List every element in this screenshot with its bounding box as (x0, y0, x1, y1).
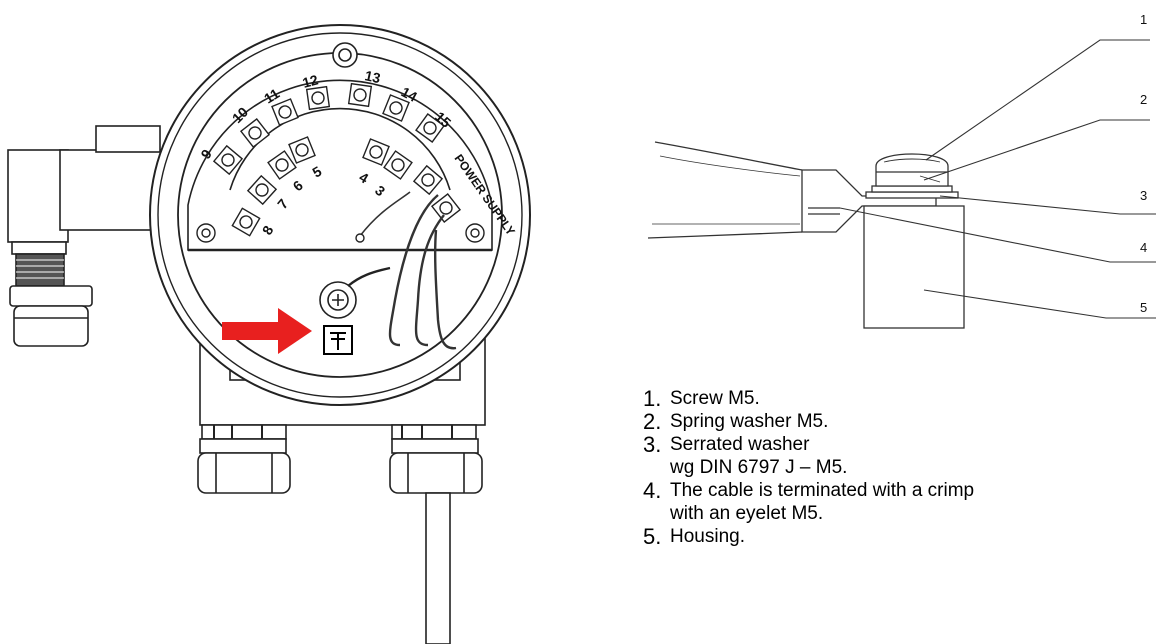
callout-1: 1 (1140, 12, 1147, 27)
terminal-label-14: 14 (399, 84, 420, 106)
legend-item: 2. Spring washer M5. (643, 409, 829, 434)
legend-item: 4. The cable is terminated with a crimp (643, 478, 975, 503)
terminal-label-13: 13 (363, 67, 382, 86)
red-arrow-icon (222, 308, 312, 354)
bottom-gland-right (391, 424, 477, 440)
legend-item-continuation: wg DIN 6797 J – M5. (670, 457, 848, 478)
callout-2: 2 (1140, 92, 1147, 107)
exit-cable (425, 492, 451, 644)
cable-outline (654, 141, 803, 171)
callout-4: 4 (1140, 240, 1147, 255)
internal-wires (359, 191, 457, 350)
legend-item: 3. Serrated washer (643, 432, 810, 457)
earth-screw (319, 266, 391, 319)
ground-icon (323, 325, 353, 355)
callout-5: 5 (1140, 300, 1147, 315)
legend-item-continuation: with an eyelet M5. (670, 503, 824, 524)
terminal-label-12: 12 (301, 71, 320, 91)
callout-3: 3 (1140, 188, 1147, 203)
legend-item: 1. Screw M5. (643, 387, 760, 411)
earthing-detail-diagram: 1 2 3 4 5 (647, 12, 1156, 329)
side-connector-box (7, 149, 69, 243)
legend-item: 5. Housing. (643, 524, 745, 548)
terminal-screws (196, 82, 485, 243)
housing-block (863, 205, 965, 329)
parts-legend: 1. Screw M5. 2. Spring washer M5. 3. Ser… (640, 387, 1156, 548)
housing-terminal-diagram: 9 10 11 12 13 14 15 8 7 6 5 4 3 POWER SU… (7, 24, 531, 644)
callout-leaders (839, 39, 1156, 319)
